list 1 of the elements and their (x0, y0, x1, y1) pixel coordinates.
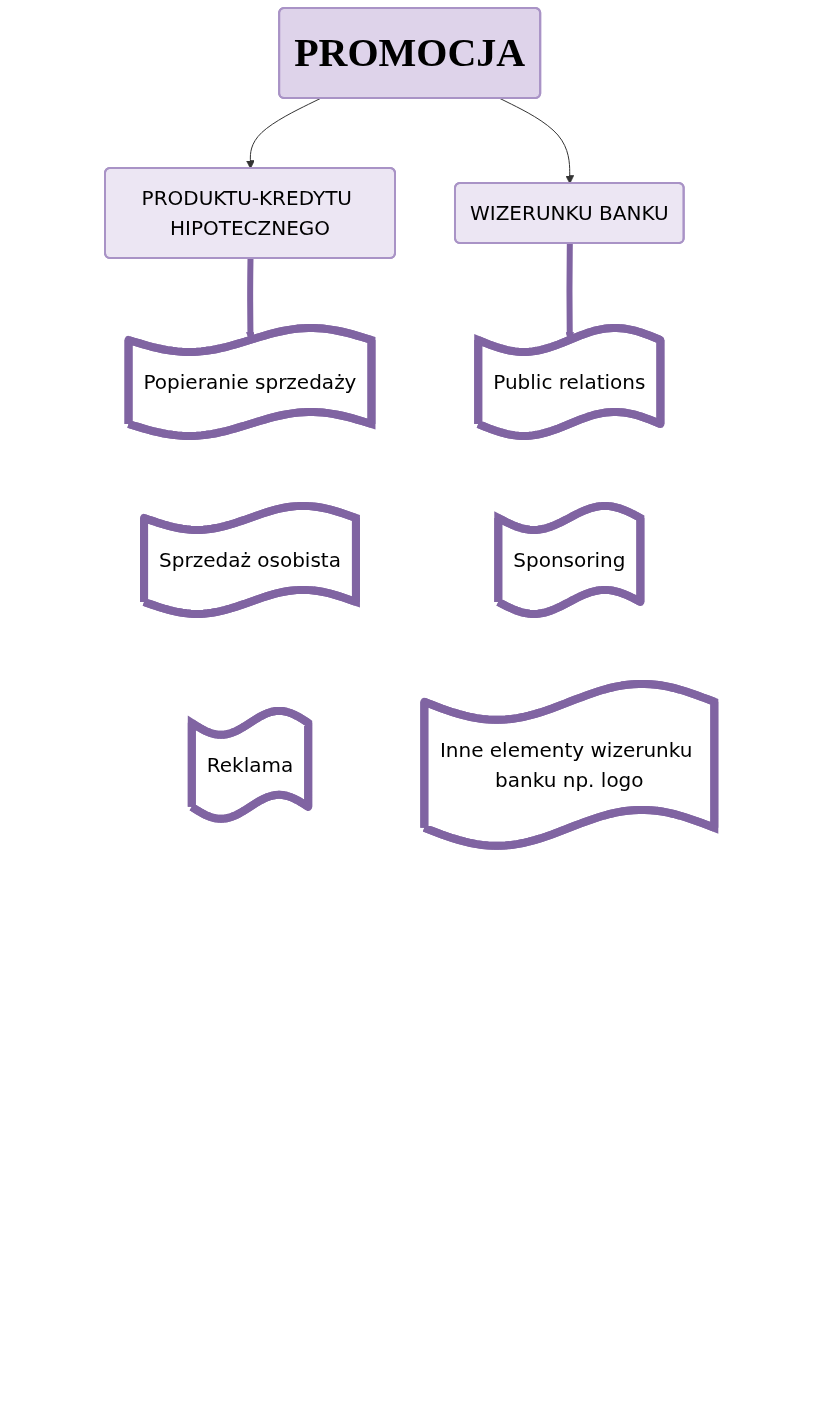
arrow (499, 98, 575, 184)
